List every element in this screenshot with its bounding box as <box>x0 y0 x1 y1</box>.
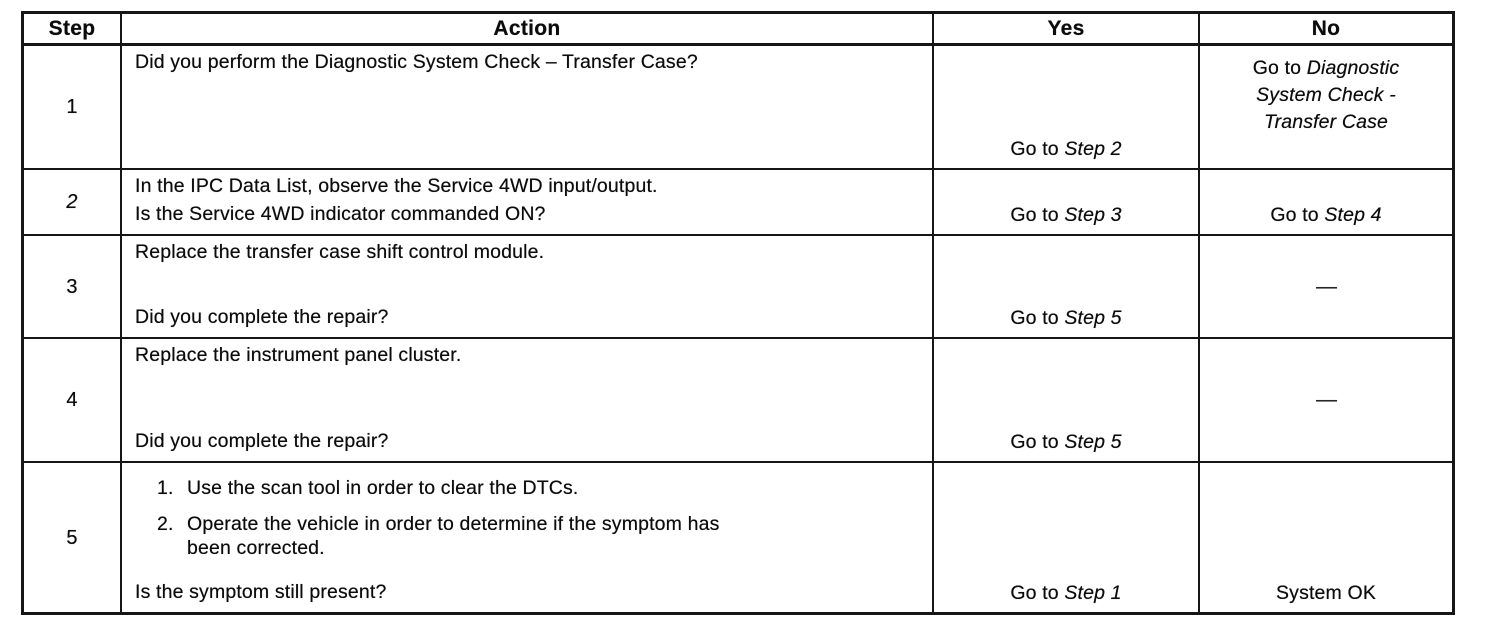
yes-result: Go to Step 2 <box>1010 137 1122 160</box>
step-cell-4: 4 <box>24 339 122 463</box>
yes-cell-2: Go to Step 3 <box>934 170 1200 236</box>
list-item-text: Use the scan tool in order to clear the … <box>187 477 579 499</box>
no-dash: — <box>1316 274 1337 298</box>
no-dash: — <box>1316 388 1337 412</box>
yes-cell-3: Go to Step 5 <box>934 236 1200 339</box>
list-item-number: 2. <box>157 513 174 536</box>
col-header-step: Step <box>24 14 122 46</box>
no-cell-3: — <box>1200 236 1452 339</box>
col-header-yes: Yes <box>934 14 1200 46</box>
step-cell-3: 3 <box>24 236 122 339</box>
step-cell-2: 2 <box>24 170 122 236</box>
no-cell-5: System OK <box>1200 463 1452 612</box>
yes-result: Go to Step 5 <box>1010 306 1122 329</box>
no-cell-1: Go to Diagnostic System Check - Transfer… <box>1200 46 1452 170</box>
yes-result: Go to Step 1 <box>1010 581 1122 604</box>
action-cell-5: 1. Use the scan tool in order to clear t… <box>122 463 934 612</box>
step-number: 1 <box>66 96 78 118</box>
yes-cell-1: Go to Step 2 <box>934 46 1200 170</box>
no-result: Go to Step 4 <box>1270 203 1382 226</box>
no-cell-2: Go to Step 4 <box>1200 170 1452 236</box>
list-item: 1. Use the scan tool in order to clear t… <box>155 477 918 500</box>
action-instruction: Replace the instrument panel cluster. <box>135 344 462 366</box>
action-question: Did you perform the Diagnostic System Ch… <box>135 51 698 73</box>
yes-cell-4: Go to Step 5 <box>934 339 1200 463</box>
action-instruction: Replace the transfer case shift control … <box>135 241 545 263</box>
no-result: Go to Diagnostic System Check - Transfer… <box>1252 57 1400 133</box>
action-numbered-list: 1. Use the scan tool in order to clear t… <box>135 468 918 560</box>
no-result: System OK <box>1276 581 1376 604</box>
action-question: Is the Service 4WD indicator commanded O… <box>135 202 546 225</box>
list-item-number: 1. <box>157 477 174 499</box>
step-number: 4 <box>66 389 78 411</box>
action-question: Did you complete the repair? <box>135 305 389 328</box>
action-cell-3: Replace the transfer case shift control … <box>122 236 934 339</box>
col-header-action: Action <box>122 14 934 46</box>
step-number: 3 <box>66 275 78 298</box>
action-question: Did you complete the repair? <box>135 429 389 452</box>
step-number: 5 <box>66 526 78 549</box>
yes-result: Go to Step 5 <box>1010 430 1122 453</box>
step-cell-1: 1 <box>24 46 122 170</box>
list-item-text: Operate the vehicle in order to determin… <box>187 513 720 559</box>
diagnostic-table: Step Action Yes No 1 Did you perform the… <box>21 11 1455 615</box>
step-number: 2 <box>66 191 78 213</box>
yes-result: Go to Step 3 <box>1010 203 1122 226</box>
no-cell-4: — <box>1200 339 1452 463</box>
col-header-no: No <box>1200 14 1452 46</box>
action-cell-4: Replace the instrument panel cluster. Di… <box>122 339 934 463</box>
step-cell-5: 5 <box>24 463 122 612</box>
action-question: Is the symptom still present? <box>135 580 387 603</box>
yes-cell-5: Go to Step 1 <box>934 463 1200 612</box>
action-instruction: In the IPC Data List, observe the Servic… <box>135 175 658 197</box>
list-item: 2. Operate the vehicle in order to deter… <box>155 513 918 560</box>
action-cell-1: Did you perform the Diagnostic System Ch… <box>122 46 934 170</box>
action-cell-2: In the IPC Data List, observe the Servic… <box>122 170 934 236</box>
